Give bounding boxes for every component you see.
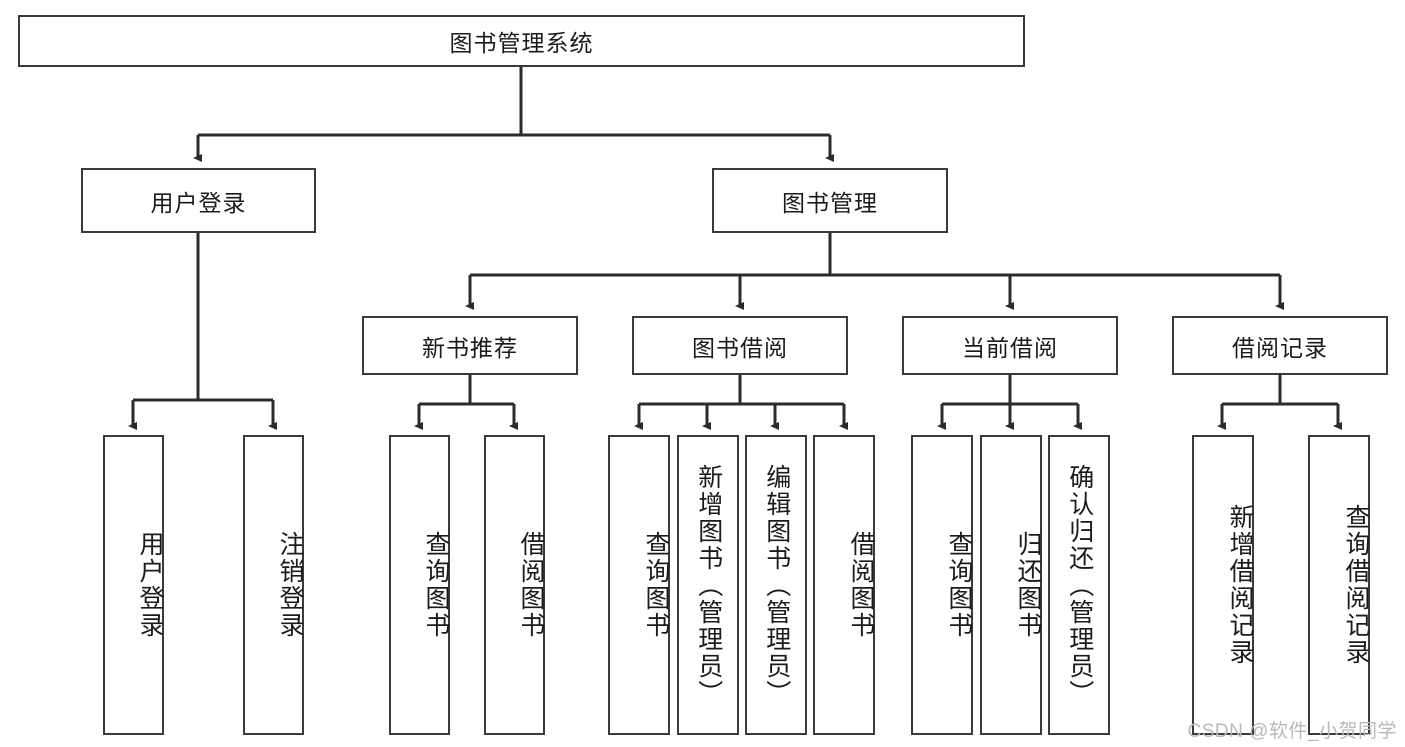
node-leaf-add-record-label: 新增借阅记录 [1226,504,1254,666]
node-leaf-query-record-label: 查询借阅记录 [1342,504,1370,666]
node-current-borrow[interactable]: 当前借阅 [902,316,1118,375]
node-root[interactable]: 图书管理系统 [18,15,1025,67]
node-leaf-query-book-3[interactable]: 查询图书 [911,435,973,735]
node-leaf-user-logout[interactable]: 注销登录 [243,435,304,735]
node-leaf-add-book-label: 新增图书（管理员） [694,463,723,707]
node-leaf-confirm-return-label: 确认归还（管理员） [1065,463,1094,707]
node-leaf-user-logout-label: 注销登录 [276,531,304,639]
node-leaf-borrow-book-2[interactable]: 借阅图书 [813,435,875,735]
node-leaf-query-book-1-label: 查询图书 [422,531,450,639]
node-book-borrow-label: 图书借阅 [692,334,788,361]
node-leaf-query-book-2[interactable]: 查询图书 [608,435,670,735]
node-current-borrow-label: 当前借阅 [962,334,1058,361]
node-leaf-return-book-label: 归还图书 [1014,531,1042,639]
node-root-label: 图书管理系统 [449,30,594,56]
node-user-login-label: 用户登录 [150,189,247,216]
watermark: CSDN @软件_小贺同学 [1187,721,1397,742]
node-leaf-borrow-book-2-label: 借阅图书 [847,531,875,639]
node-leaf-add-record[interactable]: 新增借阅记录 [1192,435,1254,735]
node-new-book-rec-label: 新书推荐 [422,334,518,361]
node-leaf-query-book-2-label: 查询图书 [642,531,670,639]
node-leaf-borrow-book-1[interactable]: 借阅图书 [484,435,545,735]
node-leaf-query-book-1[interactable]: 查询图书 [389,435,450,735]
node-leaf-query-book-3-label: 查询图书 [945,531,973,639]
node-borrow-record[interactable]: 借阅记录 [1172,316,1388,375]
node-leaf-add-book[interactable]: 新增图书（管理员） [677,435,739,735]
node-leaf-return-book[interactable]: 归还图书 [980,435,1042,735]
node-leaf-edit-book[interactable]: 编辑图书（管理员） [745,435,807,735]
node-book-mgmt[interactable]: 图书管理 [712,168,948,233]
node-leaf-edit-book-label: 编辑图书（管理员） [762,463,791,707]
node-borrow-record-label: 借阅记录 [1232,334,1328,361]
node-leaf-borrow-book-1-label: 借阅图书 [517,531,545,639]
node-leaf-query-record[interactable]: 查询借阅记录 [1308,435,1370,735]
node-leaf-user-login[interactable]: 用户登录 [103,435,164,735]
node-leaf-user-login-label: 用户登录 [136,531,164,639]
node-book-borrow[interactable]: 图书借阅 [632,316,848,375]
node-user-login[interactable]: 用户登录 [81,168,316,233]
node-book-mgmt-label: 图书管理 [782,189,878,216]
node-leaf-confirm-return[interactable]: 确认归还（管理员） [1048,435,1110,735]
node-new-book-rec[interactable]: 新书推荐 [362,316,578,375]
